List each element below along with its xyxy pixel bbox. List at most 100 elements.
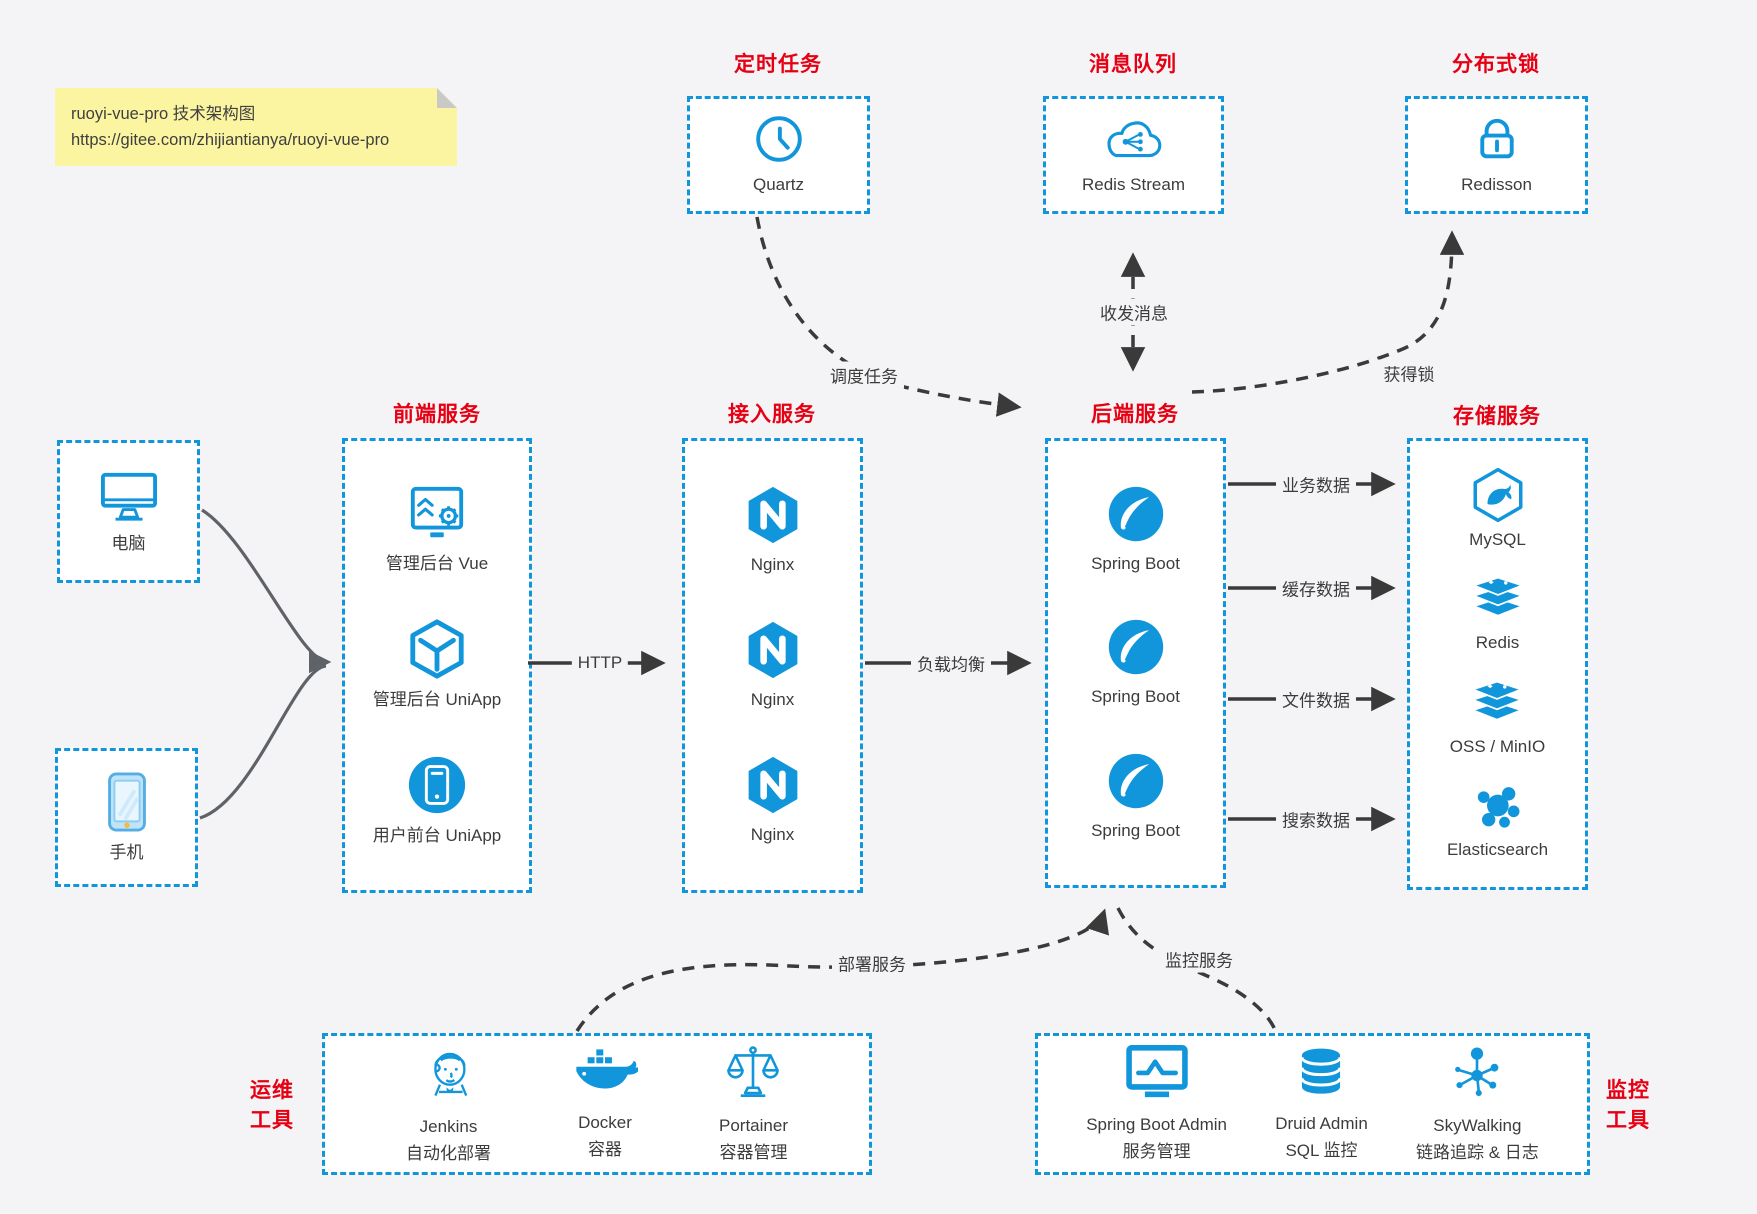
- backend-services-node: Spring Boot Spring Boot Spring Boot: [1045, 438, 1226, 888]
- group-title-scheduler: 定时任务: [734, 53, 822, 76]
- node-label: 管理后台 Vue: [385, 553, 489, 573]
- node-phone: 手机: [104, 771, 150, 864]
- node-user-uniapp: 用户前台 UniApp: [373, 754, 501, 847]
- node-label: Spring Boot: [1091, 821, 1180, 841]
- devops-tools-node: Jenkins 自动化部署 Docker 容器: [322, 1033, 872, 1175]
- phone-client-node: 手机: [55, 748, 198, 887]
- quartz-node: Quartz: [687, 96, 870, 214]
- node-label: 手机: [109, 842, 144, 862]
- cloud-share-icon: [1097, 113, 1169, 165]
- group-title-frontend: 前端服务: [393, 403, 481, 426]
- node-skywalking: SkyWalking 链路追踪 & 日志: [1416, 1044, 1539, 1163]
- note-url: https://gitee.com/zhijiantianya/ruoyi-vu…: [71, 131, 390, 150]
- node-label: Nginx: [750, 554, 795, 574]
- node-redis: Redis: [1470, 576, 1526, 654]
- node-quartz: Quartz: [753, 113, 805, 196]
- lock-icon: [1471, 113, 1523, 165]
- edge-label-file-data: 文件数据: [1276, 685, 1356, 713]
- uniapp-cube-icon: [406, 618, 468, 680]
- node-label: Redis Stream: [1082, 175, 1185, 195]
- spring-boot-icon: [1106, 484, 1166, 544]
- mysql-icon: [1470, 467, 1526, 523]
- docker-icon: [572, 1047, 642, 1102]
- node-sublabel: SQL 监控: [1285, 1140, 1358, 1160]
- node-label: 用户前台 UniApp: [372, 825, 502, 845]
- nginx-icon: [743, 620, 803, 680]
- node-label: 电脑: [111, 533, 146, 553]
- redis-icon: [1470, 576, 1526, 626]
- node-redis-stream: Redis Stream: [1082, 113, 1185, 196]
- node-sublabel: 容器管理: [719, 1142, 788, 1162]
- storage-services-node: MySQL Redis OSS / MinIO Elasticsearch: [1407, 438, 1588, 890]
- node-jenkins: Jenkins 自动化部署: [406, 1043, 491, 1164]
- node-admin-uniapp: 管理后台 UniApp: [373, 618, 501, 711]
- phone-icon: [104, 771, 150, 833]
- user-app-icon: [406, 754, 468, 816]
- node-label: Nginx: [750, 824, 795, 844]
- node-elasticsearch: Elasticsearch: [1447, 783, 1548, 861]
- node-label: Docker: [578, 1113, 632, 1133]
- node-label: Elasticsearch: [1446, 840, 1549, 860]
- node-druid-admin: Druid Admin SQL 监控: [1275, 1046, 1368, 1161]
- node-sublabel: 容器: [588, 1139, 622, 1159]
- node-springboot-2: Spring Boot: [1091, 617, 1180, 708]
- gateway-services-node: Nginx Nginx Nginx: [682, 438, 863, 893]
- spring-boot-icon: [1106, 751, 1166, 811]
- node-springboot-1: Spring Boot: [1091, 484, 1180, 575]
- node-label: Nginx: [750, 689, 795, 709]
- redisson-node: Redisson: [1405, 96, 1588, 214]
- note-fold-corner: [437, 88, 457, 108]
- node-nginx-2: Nginx: [743, 620, 803, 711]
- nginx-icon: [743, 755, 803, 815]
- edge-label-business-data: 业务数据: [1276, 470, 1356, 498]
- nginx-icon: [743, 485, 803, 545]
- group-title-dlock: 分布式锁: [1452, 53, 1540, 76]
- edge-desktop-to-frontend: [201, 508, 332, 674]
- side-title-devops: 运维 工具: [250, 1079, 294, 1133]
- node-sublabel: 链路追踪 & 日志: [1415, 1142, 1539, 1162]
- node-label: Spring Boot: [1091, 687, 1180, 707]
- edge-label-load-balance: 负载均衡: [911, 649, 991, 677]
- node-redisson: Redisson: [1461, 113, 1532, 196]
- group-title-mq: 消息队列: [1089, 53, 1177, 76]
- node-sublabel: 服务管理: [1122, 1141, 1191, 1161]
- node-label: Portainer: [719, 1116, 788, 1136]
- desktop-client-node: 电脑: [57, 440, 200, 583]
- druid-icon: [1295, 1046, 1347, 1103]
- edge-label-cache-data: 缓存数据: [1276, 574, 1356, 602]
- node-oss-minio: OSS / MinIO: [1450, 680, 1545, 758]
- skywalking-icon: [1449, 1044, 1505, 1105]
- edge-label-schedule-task: 调度任务: [824, 361, 904, 389]
- frontend-services-node: 管理后台 Vue 管理后台 UniApp 用户前台 UniApp: [342, 438, 532, 893]
- node-label: SkyWalking: [1433, 1116, 1522, 1136]
- spring-boot-admin-icon: [1125, 1045, 1188, 1104]
- node-label: Redisson: [1461, 175, 1532, 195]
- edge-label-deploy-service: 部署服务: [832, 949, 912, 977]
- node-mysql: MySQL: [1469, 467, 1526, 551]
- sticky-note: ruoyi-vue-pro 技术架构图 https://gitee.com/zh…: [55, 88, 457, 166]
- node-label: Druid Admin: [1275, 1114, 1368, 1134]
- note-title: ruoyi-vue-pro 技术架构图: [71, 105, 256, 123]
- node-portainer: Portainer 容器管理: [719, 1044, 788, 1163]
- node-desktop: 电脑: [98, 468, 160, 555]
- desktop-icon: [98, 468, 160, 524]
- side-title-monitoring: 监控 工具: [1606, 1079, 1650, 1133]
- elasticsearch-icon: [1470, 783, 1524, 833]
- monitoring-tools-node: Spring Boot Admin 服务管理 Druid Admin SQL 监…: [1035, 1033, 1590, 1175]
- node-label: Jenkins: [419, 1117, 478, 1137]
- group-title-backend: 后端服务: [1091, 403, 1179, 426]
- clock-icon: [753, 113, 805, 165]
- node-label: Spring Boot Admin: [1086, 1115, 1227, 1135]
- node-spring-boot-admin: Spring Boot Admin 服务管理: [1086, 1045, 1227, 1162]
- node-springboot-3: Spring Boot: [1091, 751, 1180, 842]
- redis-stream-node: Redis Stream: [1043, 96, 1224, 214]
- node-label: 管理后台 UniApp: [372, 689, 502, 709]
- jenkins-icon: [421, 1043, 477, 1106]
- group-title-storage: 存储服务: [1453, 405, 1541, 428]
- edge-label-monitor-service: 监控服务: [1159, 945, 1239, 973]
- node-label: Redis: [1475, 633, 1520, 653]
- edge-phone-to-frontend: [199, 664, 327, 820]
- edge-label-search-data: 搜索数据: [1276, 805, 1356, 833]
- group-title-gateway: 接入服务: [728, 403, 816, 426]
